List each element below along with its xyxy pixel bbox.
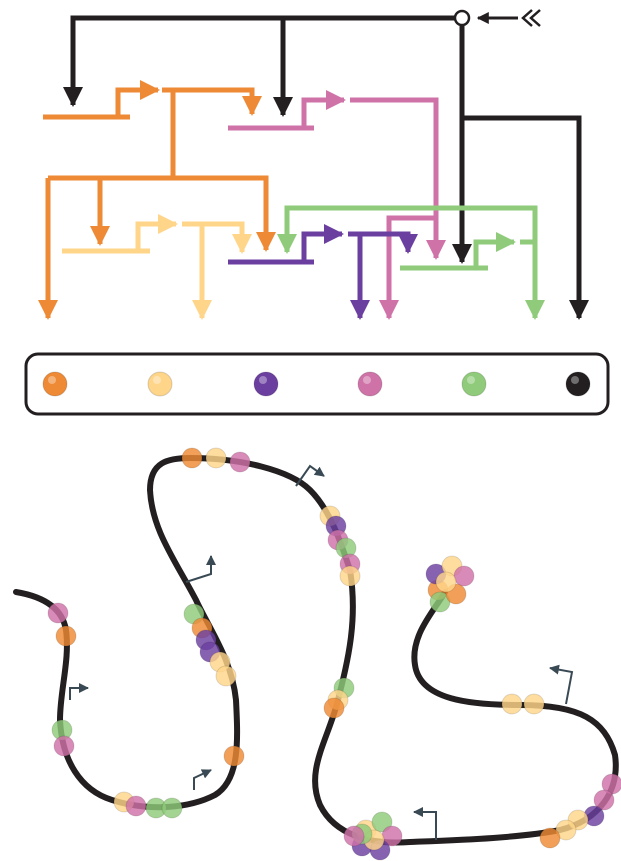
transcription-factor-bead-icon (343, 825, 365, 847)
transcription-factor-beads (47, 447, 621, 861)
bead-highlight (48, 376, 56, 384)
transcription-factor-bead-icon (181, 447, 203, 469)
pink-to-output (379, 215, 436, 320)
bead-highlight (467, 376, 475, 384)
chromatin-fiber (13, 454, 619, 846)
promoter-arrow-icon (295, 464, 325, 487)
orange-output-branch (48, 175, 276, 252)
yellow-output-line (182, 221, 252, 254)
bead-highlight (259, 376, 267, 384)
bead-highlight (363, 376, 371, 384)
transcription-factor-bead-icon (125, 795, 147, 817)
legend (24, 352, 610, 416)
transcription-factor-bead-icon (223, 745, 245, 767)
yellow-promoter-arrow-icon (135, 214, 178, 251)
pink-gene (228, 90, 446, 320)
regulatory-network (38, 9, 589, 320)
transcription-factor-bead-icon (55, 625, 77, 647)
green-loop (277, 205, 545, 320)
transcription-factor-bead-icon (47, 602, 69, 624)
promoter-arrow-icon (193, 769, 212, 790)
orange-gene (38, 80, 276, 320)
transcription-factor-bead-icon (339, 565, 361, 587)
transcription-factor-bead-icon (523, 693, 545, 715)
black-line-to-orange-gene (63, 15, 455, 107)
legend-box (24, 352, 610, 416)
transcription-factor-bead-icon (371, 811, 393, 833)
transcription-factor-bead-icon (323, 697, 345, 719)
transcription-factor-bead-icon (215, 665, 237, 687)
transcription-factor-bead-icon (229, 451, 251, 473)
node-circle-icon (453, 9, 471, 27)
transcription-factor-bead-icon (539, 827, 561, 849)
pink-promoter-arrow-icon (301, 90, 346, 128)
fiber-promoter-arrows (69, 464, 574, 840)
purple-gene (228, 224, 418, 320)
input-signal-icon (521, 9, 541, 27)
green-promoter-arrow-icon (473, 232, 516, 268)
black-line-to-output (462, 115, 589, 320)
black-regulator-lines (63, 11, 589, 320)
transcription-factor-bead-icon (435, 571, 457, 593)
legend-black-factor-bead (565, 371, 591, 397)
legend-purple-factor-bead (253, 371, 279, 397)
transcription-factor-bead-icon (593, 789, 615, 811)
transcription-factor-bead-icon (453, 565, 475, 587)
yellow-gene (62, 214, 252, 320)
orange-output-hub (162, 87, 262, 116)
dna-strand-left (13, 454, 619, 846)
pink-output-line (350, 97, 446, 260)
green-gene (400, 232, 535, 271)
promoter-arrow-icon (549, 664, 574, 705)
legend-orange-factor-bead (42, 371, 68, 397)
promoter-arrow-icon (413, 807, 437, 840)
transcription-factor-bead-icon (205, 447, 227, 469)
promoter-arrow-icon (69, 683, 89, 700)
orange-promoter-arrow-icon (115, 80, 160, 117)
transcription-factor-bead-icon (501, 693, 523, 715)
legend-items (42, 371, 591, 397)
bead-highlight (571, 376, 579, 384)
legend-pink-factor-bead (357, 371, 383, 397)
bead-highlight (153, 376, 161, 384)
purple-promoter-arrow-icon (301, 224, 344, 262)
purple-output-line (348, 231, 418, 254)
green-feedback-line (277, 205, 538, 254)
legend-green-factor-bead (461, 371, 487, 397)
transcription-factor-bead-icon (53, 735, 75, 757)
transcription-factor-bead-icon (161, 797, 183, 819)
legend-yellow-factor-bead (147, 371, 173, 397)
promoter-arrow-icon (185, 555, 216, 583)
